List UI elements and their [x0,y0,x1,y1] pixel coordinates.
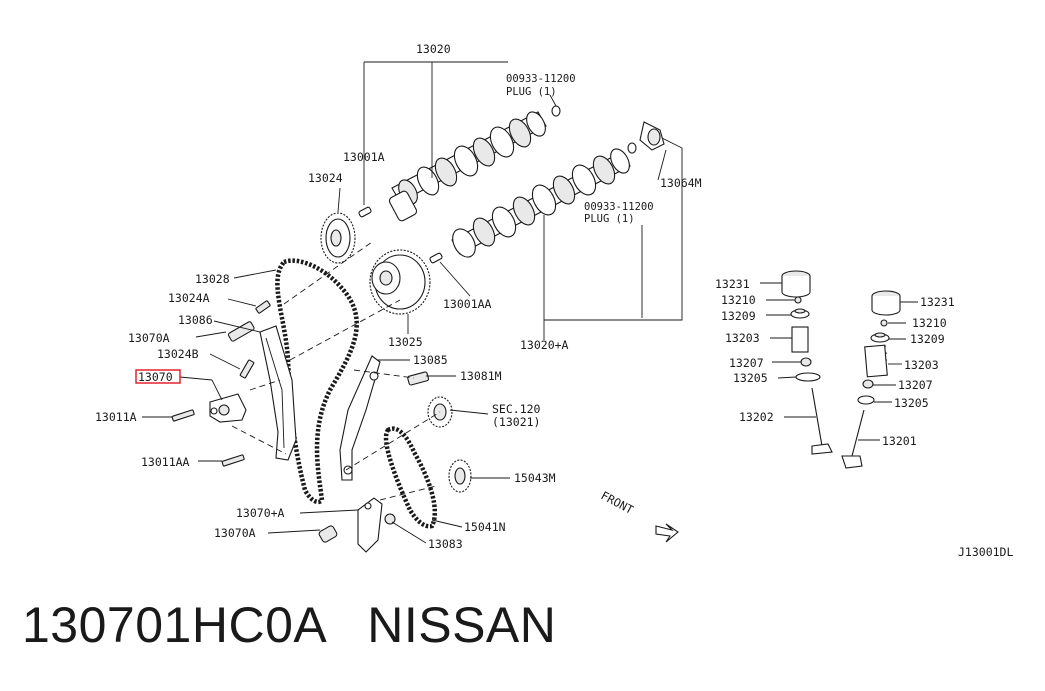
chain-guide-13086 [259,325,297,461]
label-13020: 13020 [416,42,451,56]
oil-pump-chain-15041N [383,426,437,529]
tension-guide-13085 [339,355,381,481]
label-r13201: 13201 [882,434,917,448]
label-sec120: SEC.120 [492,402,541,416]
part-labels: 13020 00933-11200 PLUG (1) 13001A 13024 … [95,42,1013,559]
valve-leader-lines [760,282,918,441]
label-r13210: 13210 [912,316,947,330]
label-l13207: 13207 [729,356,764,370]
bolt-13081M [407,371,430,386]
dowel-pin-13001AA [429,252,443,264]
cam-sensor-13064M [639,121,665,151]
diagram-code: J13001DL [958,545,1013,559]
bolt-13011A [171,409,195,422]
label-15043M: 15043M [514,471,556,485]
label-sec120-sub: (13021) [492,415,540,429]
label-13083: 13083 [428,537,463,551]
label-13024: 13024 [308,171,343,185]
label-13024B: 13024B [157,347,199,361]
label-13020A: 13020+A [520,338,569,352]
dowel-pin-13001A [358,206,372,218]
label-r13205: 13205 [894,396,929,410]
highlight-box-13070 [135,369,181,384]
label-plug-top-txt: PLUG (1) [506,86,557,98]
label-13085: 13085 [413,353,448,367]
label-13064M: 13064M [660,176,702,190]
label-13086: 13086 [178,313,213,327]
label-plug-mid-txt: PLUG (1) [584,213,635,225]
chain-tensioner-13070 [209,393,247,423]
tensioner-arm-13070plusA [357,497,383,553]
label-l13231: 13231 [715,277,750,291]
caption-part-number: 130701HC0A [22,597,328,653]
label-l13202: 13202 [739,410,774,424]
timing-chain-13028 [275,258,359,505]
label-l13210: 13210 [721,293,756,307]
label-13070A-bot: 13070A [214,526,256,540]
bolt-13011AA [221,454,245,467]
label-l13203: 13203 [725,331,760,345]
label-13011AA: 13011AA [141,455,190,469]
label-plug-top-num: 00933-11200 [506,73,576,85]
label-13070A-top: 13070A [128,331,170,345]
front-arrow-icon [655,523,679,543]
label-13070-highlight: 13070 [138,370,173,384]
label-13001AA: 13001AA [443,297,492,311]
plug-mid [627,142,637,154]
label-plug-mid-num: 00933-11200 [584,201,654,213]
label-front: FRONT [599,488,636,517]
label-13081M: 13081M [460,369,502,383]
cam-sprocket-13024 [320,212,356,264]
part-caption: 130701HC0A NISSAN [22,596,596,654]
label-13011A: 13011A [95,410,137,424]
dashed-alignment-lines [231,241,441,501]
label-13070plusA: 13070+A [236,506,285,520]
bolt-13024A [255,300,271,314]
exhaust-camshaft [451,148,631,258]
label-r13207: 13207 [898,378,933,392]
pin-13070A-top [227,321,255,342]
label-13028: 13028 [195,272,230,286]
leader-lines [142,61,683,544]
bolt-13024B [239,359,255,379]
label-13024A: 13024A [168,291,210,305]
pin-13070A-bot [318,525,338,543]
intake-camshaft [388,111,547,222]
label-15041N: 15041N [464,520,506,534]
label-13001A: 13001A [343,150,385,164]
label-r13203: 13203 [904,358,939,372]
vtc-sprocket-13025 [369,249,431,315]
label-r13231: 13231 [920,295,955,309]
caption-brand: NISSAN [367,597,557,653]
label-l13205: 13205 [733,371,768,385]
intake-valve-assembly [781,270,833,455]
exhaust-valve-assembly [841,290,901,469]
bolt-13083 [384,513,396,525]
label-r13209: 13209 [910,332,945,346]
label-13025: 13025 [388,335,423,349]
oil-pump-sprocket-15043M [448,459,472,493]
label-l13209: 13209 [721,309,756,323]
plug-top [551,105,561,117]
